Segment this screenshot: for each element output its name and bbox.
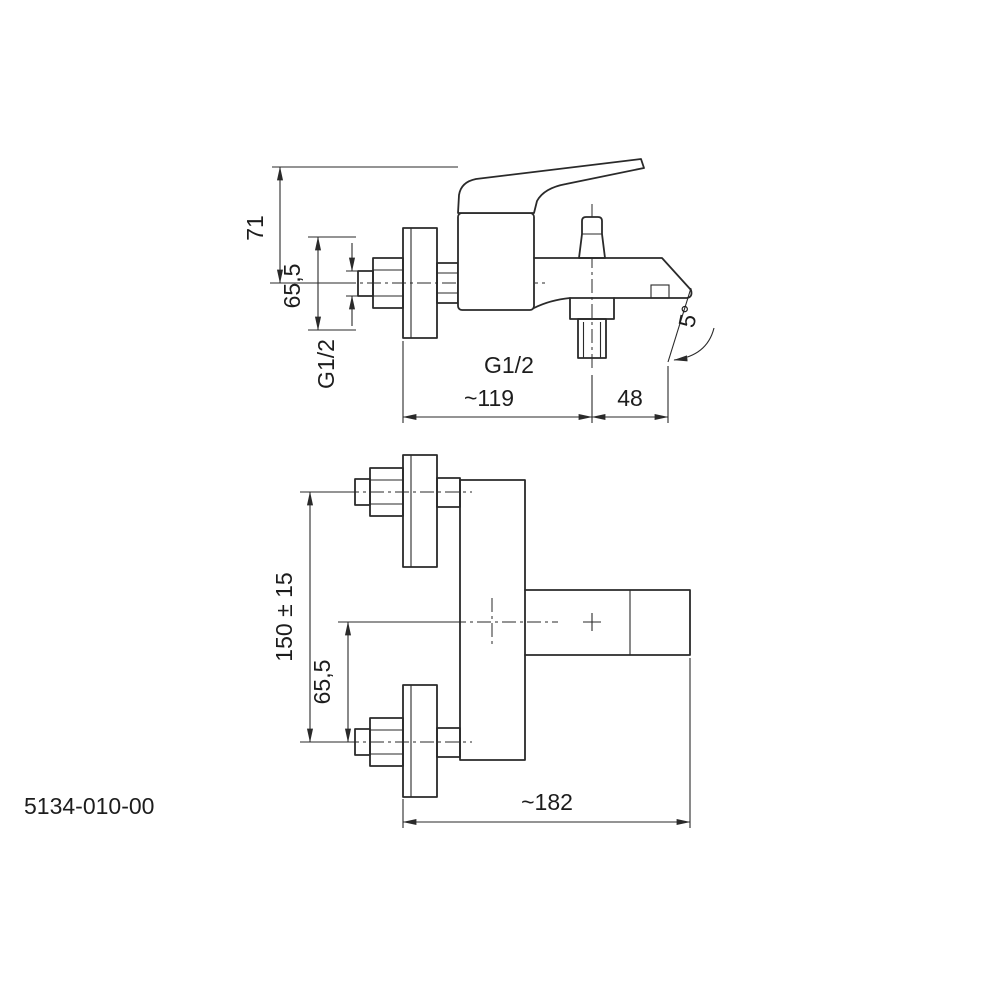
outlet-thread-stub (577, 318, 607, 359)
side-view: 71 65,5 G1/2 G1/2 ~119 48 (242, 158, 715, 423)
angle-arc (673, 327, 715, 362)
dim-150-label: 150 ± 15 (271, 572, 297, 661)
top-hex-facets (370, 479, 403, 505)
side-wall-connection (357, 227, 459, 339)
bottom-wall-flange (402, 684, 438, 798)
dim-5deg: 5° (667, 287, 715, 363)
hex-facet-lines (373, 269, 403, 297)
g12-outlet-label: G1/2 (484, 352, 534, 378)
side-diverter-knob (578, 216, 606, 259)
dim-71: 71 (242, 166, 458, 284)
spout-underside (533, 297, 571, 309)
dim-119-48: ~119 48 (402, 341, 669, 423)
g12-wall-label: G1/2 (313, 339, 339, 389)
side-lever-handle (457, 158, 645, 214)
dim-65-5-front: 65,5 (309, 621, 460, 743)
dim-65-5-front-label: 65,5 (309, 660, 335, 705)
product-code: 5134-010-00 (24, 793, 154, 819)
dim-65-5-side-label: 65,5 (279, 264, 305, 309)
dim-65-5-side: 65,5 (279, 236, 356, 331)
front-connection-bottom (354, 684, 461, 798)
side-spout (533, 257, 693, 309)
stem-lines (437, 272, 458, 294)
angle-label: 5° (673, 303, 703, 330)
angle-reference-line (667, 287, 692, 363)
spout-center-cross (583, 613, 601, 631)
top-wall-flange (402, 454, 438, 568)
front-spout-outline (524, 589, 691, 656)
dim-182-label: ~182 (521, 789, 573, 815)
front-spout (524, 589, 691, 656)
bottom-hex-facets (370, 729, 403, 755)
spout-outline (533, 257, 693, 299)
dim-71-label: 71 (242, 215, 268, 241)
front-view: 150 ± 15 65,5 ~182 (271, 454, 691, 828)
side-body (457, 212, 535, 311)
dim-150: 150 ± 15 (271, 491, 347, 743)
front-connection-top (354, 454, 461, 568)
dim-48-label: 48 (617, 385, 643, 411)
front-body-column (459, 479, 526, 761)
side-shower-outlet (569, 297, 615, 359)
dim-119-label: ~119 (464, 385, 514, 411)
outlet-thread-lines (582, 322, 602, 358)
front-centerlines (345, 491, 558, 743)
dim-g12-wall: G1/2 (313, 243, 360, 389)
aerator (650, 284, 670, 299)
diverter-knob-outline (578, 216, 606, 259)
dim-182: ~182 (402, 658, 691, 828)
